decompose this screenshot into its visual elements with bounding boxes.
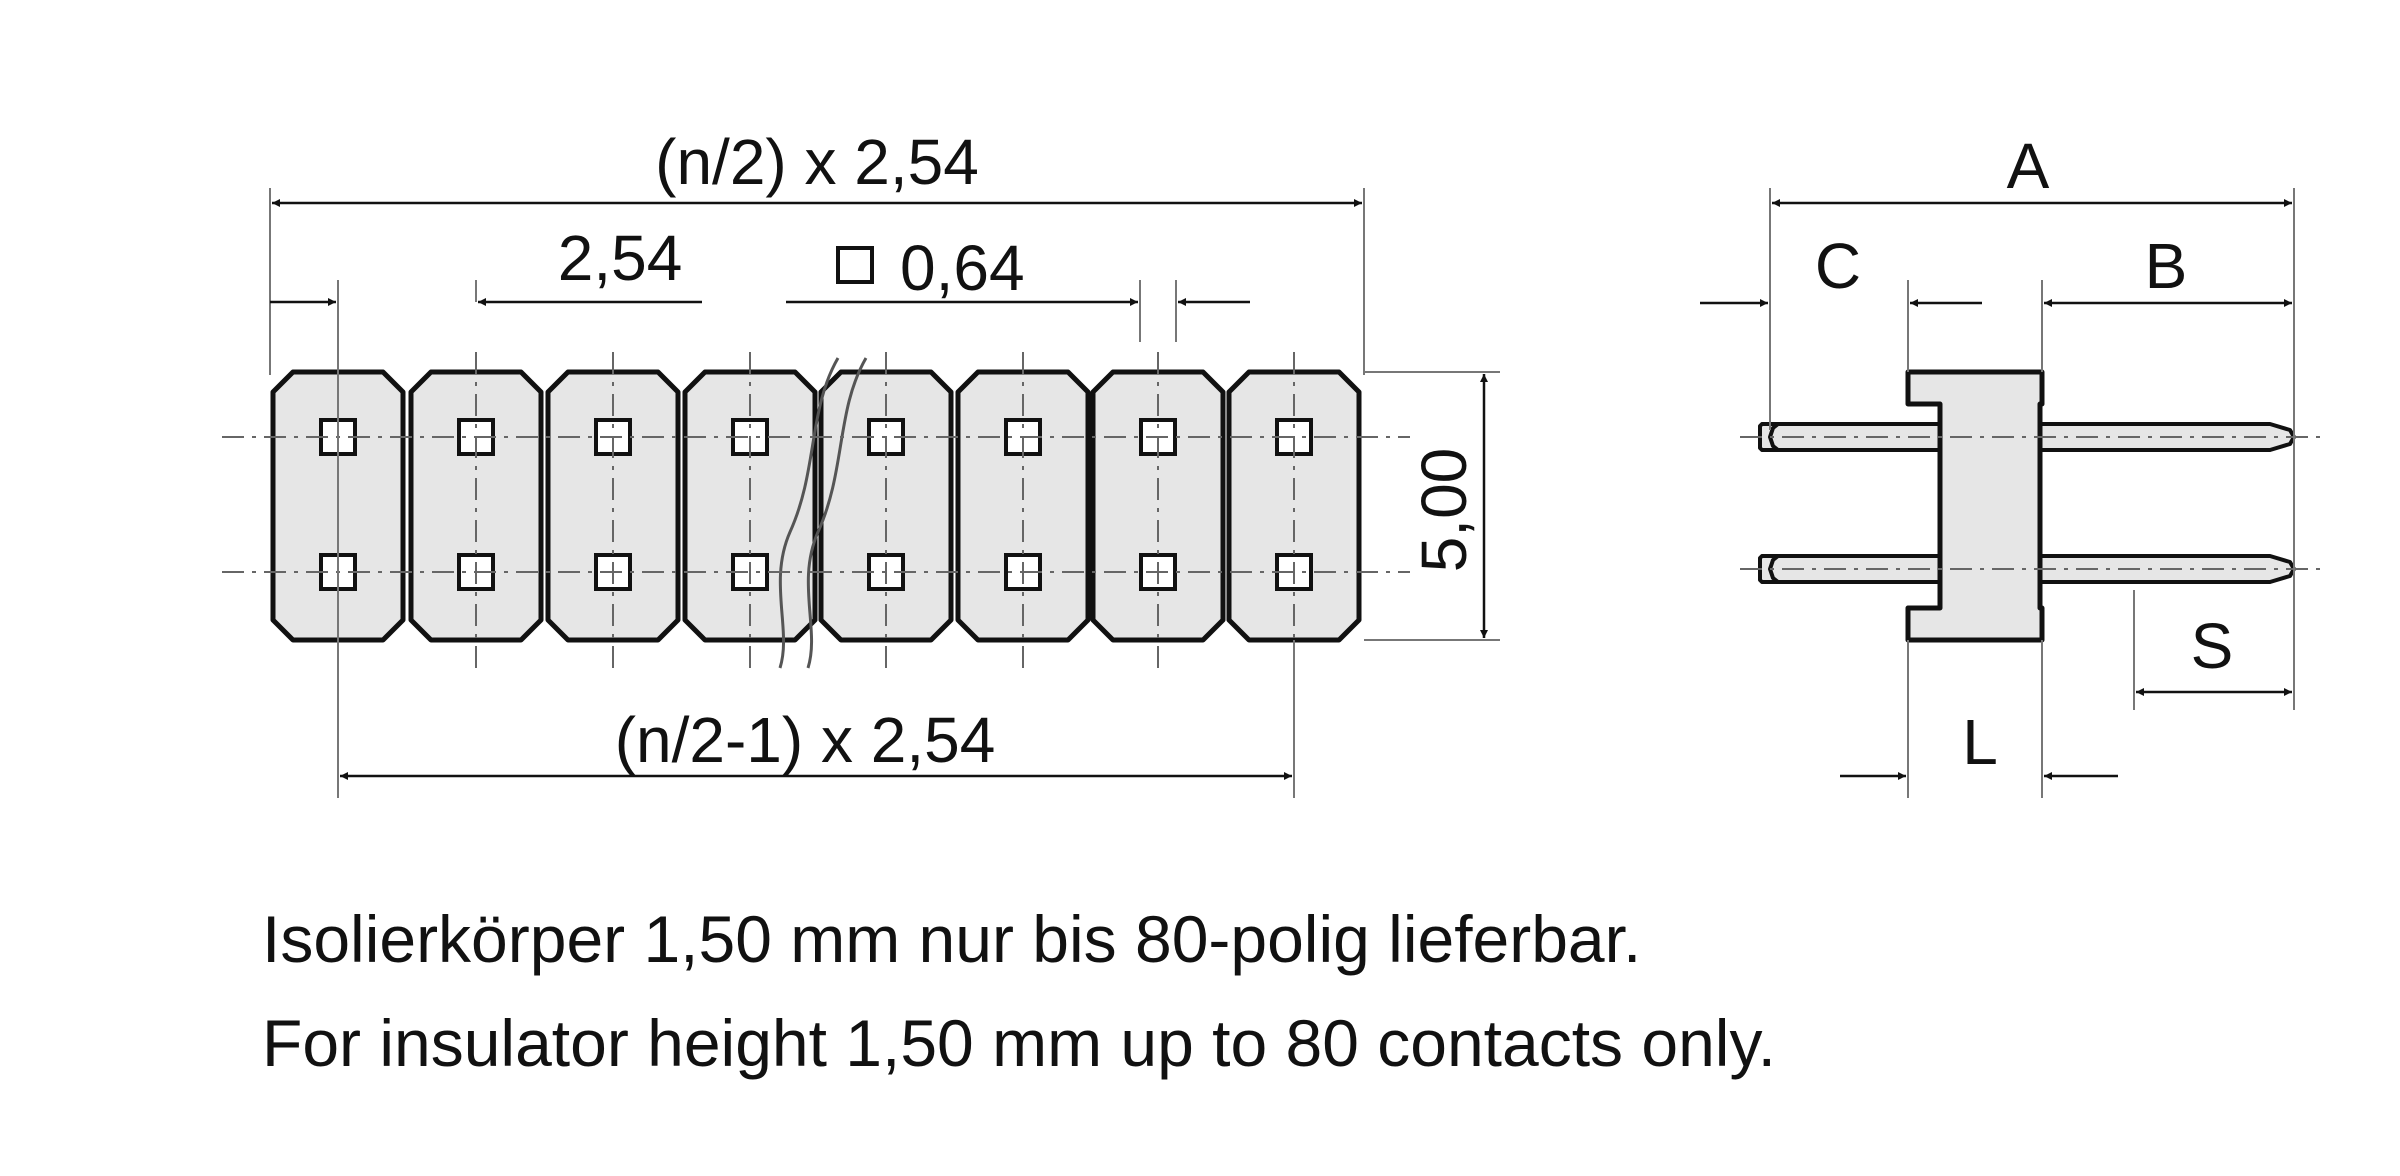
side-insulator-body bbox=[1905, 369, 2045, 643]
dim-l-label: L bbox=[1962, 706, 1998, 778]
side-dimension-lines bbox=[1700, 199, 2292, 780]
extension-lines bbox=[269, 188, 1500, 798]
note-german: Isolierkörper 1,50 mm nur bis 80-polig l… bbox=[262, 902, 1642, 976]
dim-s-label: S bbox=[2191, 610, 2234, 682]
pitch-label: 2,54 bbox=[558, 222, 683, 294]
overall-length-label: (n/2) x 2,54 bbox=[655, 126, 979, 198]
pin-size-label: 0,64 bbox=[900, 232, 1025, 304]
dimension-lines bbox=[270, 199, 1488, 780]
dim-a-label: A bbox=[2007, 130, 2050, 202]
side-view: A C B S L bbox=[1700, 130, 2320, 798]
side-extension-lines bbox=[1769, 188, 2295, 798]
pin-span-label: (n/2-1) x 2,54 bbox=[615, 704, 996, 776]
height-label: 5,00 bbox=[1408, 448, 1480, 573]
front-view: (n/2) x 2,54 2,54 0,64 5,00 (n/2-1) x 2,… bbox=[222, 126, 1500, 798]
dim-b-label: B bbox=[2145, 230, 2188, 302]
dim-c-label: C bbox=[1815, 230, 1861, 302]
break-lines bbox=[778, 357, 868, 669]
insulator-segments bbox=[270, 369, 1362, 643]
note-english: For insulator height 1,50 mm up to 80 co… bbox=[262, 1006, 1776, 1080]
square-symbol-icon bbox=[836, 246, 874, 284]
side-center-lines bbox=[1740, 436, 2320, 570]
